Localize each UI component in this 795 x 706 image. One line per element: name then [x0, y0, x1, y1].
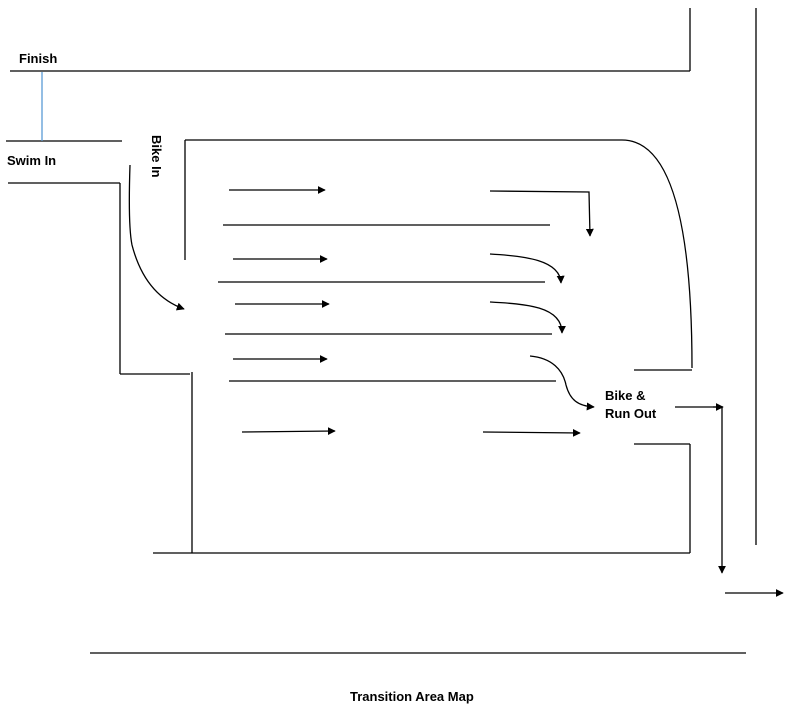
row-4-right-arrow — [529, 355, 595, 411]
boundary-lines — [6, 8, 757, 654]
row-3-right-arrow — [489, 301, 566, 334]
row-1-right-arrow — [489, 190, 594, 237]
map-caption: Transition Area Map — [350, 689, 474, 704]
row-2-right-arrow — [489, 253, 565, 284]
course-down-arrow — [713, 406, 726, 574]
row-5-right-arrow — [482, 428, 581, 437]
finish-label: Finish — [19, 51, 57, 66]
transition-top-boundary — [185, 139, 693, 369]
bike-in-label: Bike In — [149, 135, 164, 178]
row-5-left-arrow — [241, 427, 336, 436]
flow-arrows — [128, 164, 784, 597]
swim-in-label: Swim In — [7, 153, 56, 168]
bike-run-out-label-line2: Run Out — [605, 406, 657, 421]
swim-in-flow-arrow — [128, 164, 185, 311]
bike-run-out-label-line1: Bike & — [605, 388, 645, 403]
